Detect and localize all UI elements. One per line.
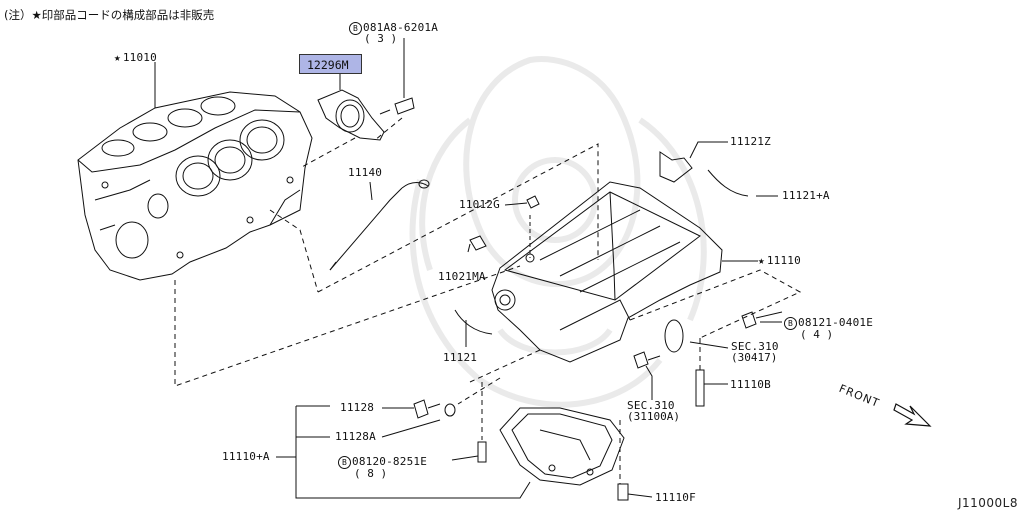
upper-oil-pan-icon[interactable] (492, 182, 722, 362)
figure-number: J11000L8 (957, 496, 1018, 510)
part-qty-08121: ( 4 ) (800, 328, 834, 341)
watermark-crest (413, 59, 704, 405)
part-label-11140[interactable]: 11140 (348, 166, 383, 179)
part-label-11110[interactable]: ★11110 (758, 254, 801, 267)
part-label-11110B[interactable]: 11110B (730, 378, 771, 391)
bolt-icon[interactable] (414, 196, 782, 500)
note-text: (注）★印部品コードの構成部品は非販売 (4, 8, 215, 22)
lower-oil-pan-icon[interactable] (500, 408, 624, 485)
part-label-11128[interactable]: 11128 (340, 401, 375, 414)
part-label-11110F[interactable]: 11110F (655, 491, 696, 504)
assembly-guide-lines (175, 118, 800, 484)
part-label-11021MA[interactable]: 11021MA (438, 270, 486, 283)
part-label-11121A[interactable]: 11121+A (782, 189, 830, 202)
section-ref-sec310-30417[interactable]: SEC.310 (731, 340, 779, 353)
part-label-11012G[interactable]: 11012G (459, 198, 500, 211)
part-label-11110A[interactable]: 11110+A (222, 450, 270, 463)
crank-seal-icon[interactable] (665, 320, 683, 352)
circled-b-icon: B (349, 22, 362, 35)
dipstick-icon[interactable] (330, 180, 429, 270)
section-ref-30417: (30417) (731, 351, 778, 364)
part-qty-08120: ( 8 ) (354, 467, 388, 480)
oil-seal-retainer-icon[interactable] (318, 90, 384, 140)
bolt-icon[interactable] (380, 38, 414, 114)
section-ref-sec310-31100A[interactable]: SEC.310 (627, 399, 675, 412)
part-label-11121Z[interactable]: 11121Z (730, 135, 771, 148)
circled-b-icon: B (784, 317, 797, 330)
gasket-icon[interactable] (455, 152, 748, 334)
selected-part-12296M[interactable]: 12296M (299, 54, 362, 74)
part-label-11010[interactable]: ★11010 (114, 51, 157, 64)
selected-part-label: 12296M (307, 58, 349, 72)
front-arrow-icon (894, 404, 930, 426)
leader-lines (155, 62, 782, 498)
circled-b-icon: B (338, 456, 351, 469)
part-label-11128A[interactable]: 11128A (335, 430, 376, 443)
part-label-11121[interactable]: 11121 (443, 351, 478, 364)
part-qty-081A8: ( 3 ) (364, 32, 398, 45)
cylinder-block-icon[interactable] (78, 92, 312, 280)
section-ref-31100A: (31100A) (627, 410, 680, 423)
